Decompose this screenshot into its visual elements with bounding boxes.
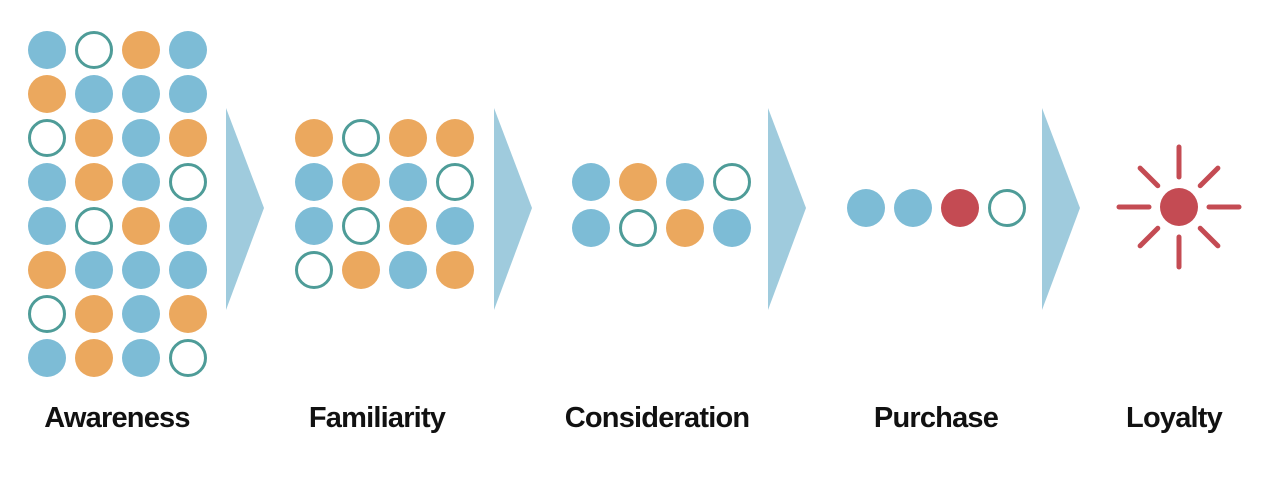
dot-orange	[75, 339, 113, 377]
dot-outline	[713, 163, 751, 201]
dot-outline	[75, 207, 113, 245]
dot-blue	[713, 209, 751, 247]
dot-blue	[389, 163, 427, 201]
dot-orange	[122, 31, 160, 69]
dot-blue	[28, 339, 66, 377]
dot-outline	[436, 163, 474, 201]
stage-label-purchase: Purchase	[873, 402, 999, 434]
stage-label-familiarity: Familiarity	[308, 402, 446, 434]
dot-blue	[295, 207, 333, 245]
dot-orange	[619, 163, 657, 201]
dot-orange	[342, 163, 380, 201]
dot-blue	[28, 163, 66, 201]
dot-outline	[619, 209, 657, 247]
dot-blue	[389, 251, 427, 289]
dot-blue	[28, 31, 66, 69]
sunburst-ray	[1137, 225, 1161, 249]
dot-blue	[436, 207, 474, 245]
dot-outline	[169, 163, 207, 201]
chevron-arrow-icon	[768, 108, 806, 310]
dot-orange	[28, 75, 66, 113]
dot-group-awareness	[28, 31, 207, 377]
dot-blue	[122, 75, 160, 113]
dot-outline	[342, 207, 380, 245]
dot-blue	[169, 31, 207, 69]
dot-blue	[75, 251, 113, 289]
dot-outline	[169, 339, 207, 377]
dot-blue	[122, 251, 160, 289]
dot-orange	[436, 119, 474, 157]
dot-blue	[847, 189, 885, 227]
sunburst-ray	[1137, 165, 1161, 189]
dot-orange	[389, 119, 427, 157]
dot-orange	[75, 295, 113, 333]
dot-orange	[389, 207, 427, 245]
dot-orange	[122, 207, 160, 245]
dot-blue	[169, 251, 207, 289]
dot-orange	[75, 163, 113, 201]
chevron-arrow-icon	[494, 108, 532, 310]
dot-blue	[122, 295, 160, 333]
stage-label-loyalty: Loyalty	[1126, 402, 1223, 434]
dot-blue	[169, 75, 207, 113]
dot-blue	[122, 119, 160, 157]
dot-outline	[75, 31, 113, 69]
dot-orange	[342, 251, 380, 289]
dot-blue	[572, 163, 610, 201]
sunburst-icon	[1116, 144, 1242, 270]
dot-orange	[666, 209, 704, 247]
dot-blue	[295, 163, 333, 201]
dot-blue	[894, 189, 932, 227]
chevron-arrow-icon	[1042, 108, 1080, 310]
dot-outline	[342, 119, 380, 157]
dot-orange	[436, 251, 474, 289]
dot-group-consideration	[572, 163, 751, 247]
dot-orange	[169, 119, 207, 157]
dot-outline	[988, 189, 1026, 227]
dot-blue	[122, 339, 160, 377]
dot-orange	[169, 295, 207, 333]
dot-outline	[28, 295, 66, 333]
dot-group-familiarity	[295, 119, 474, 289]
dot-outline	[295, 251, 333, 289]
dot-red	[941, 189, 979, 227]
dot-blue	[666, 163, 704, 201]
dot-outline	[28, 119, 66, 157]
dot-blue	[572, 209, 610, 247]
dot-orange	[295, 119, 333, 157]
dot-orange	[28, 251, 66, 289]
dot-red	[1160, 188, 1198, 226]
chevron-arrow-icon	[226, 108, 264, 310]
stage-label-consideration: Consideration	[564, 402, 750, 434]
dot-orange	[75, 119, 113, 157]
dot-blue	[28, 207, 66, 245]
dot-blue	[75, 75, 113, 113]
dot-blue	[122, 163, 160, 201]
dot-blue	[169, 207, 207, 245]
sunburst-ray	[1197, 225, 1221, 249]
stage-label-awareness: Awareness	[44, 402, 190, 434]
dot-group-purchase	[847, 189, 1026, 227]
sunburst-ray	[1197, 165, 1221, 189]
